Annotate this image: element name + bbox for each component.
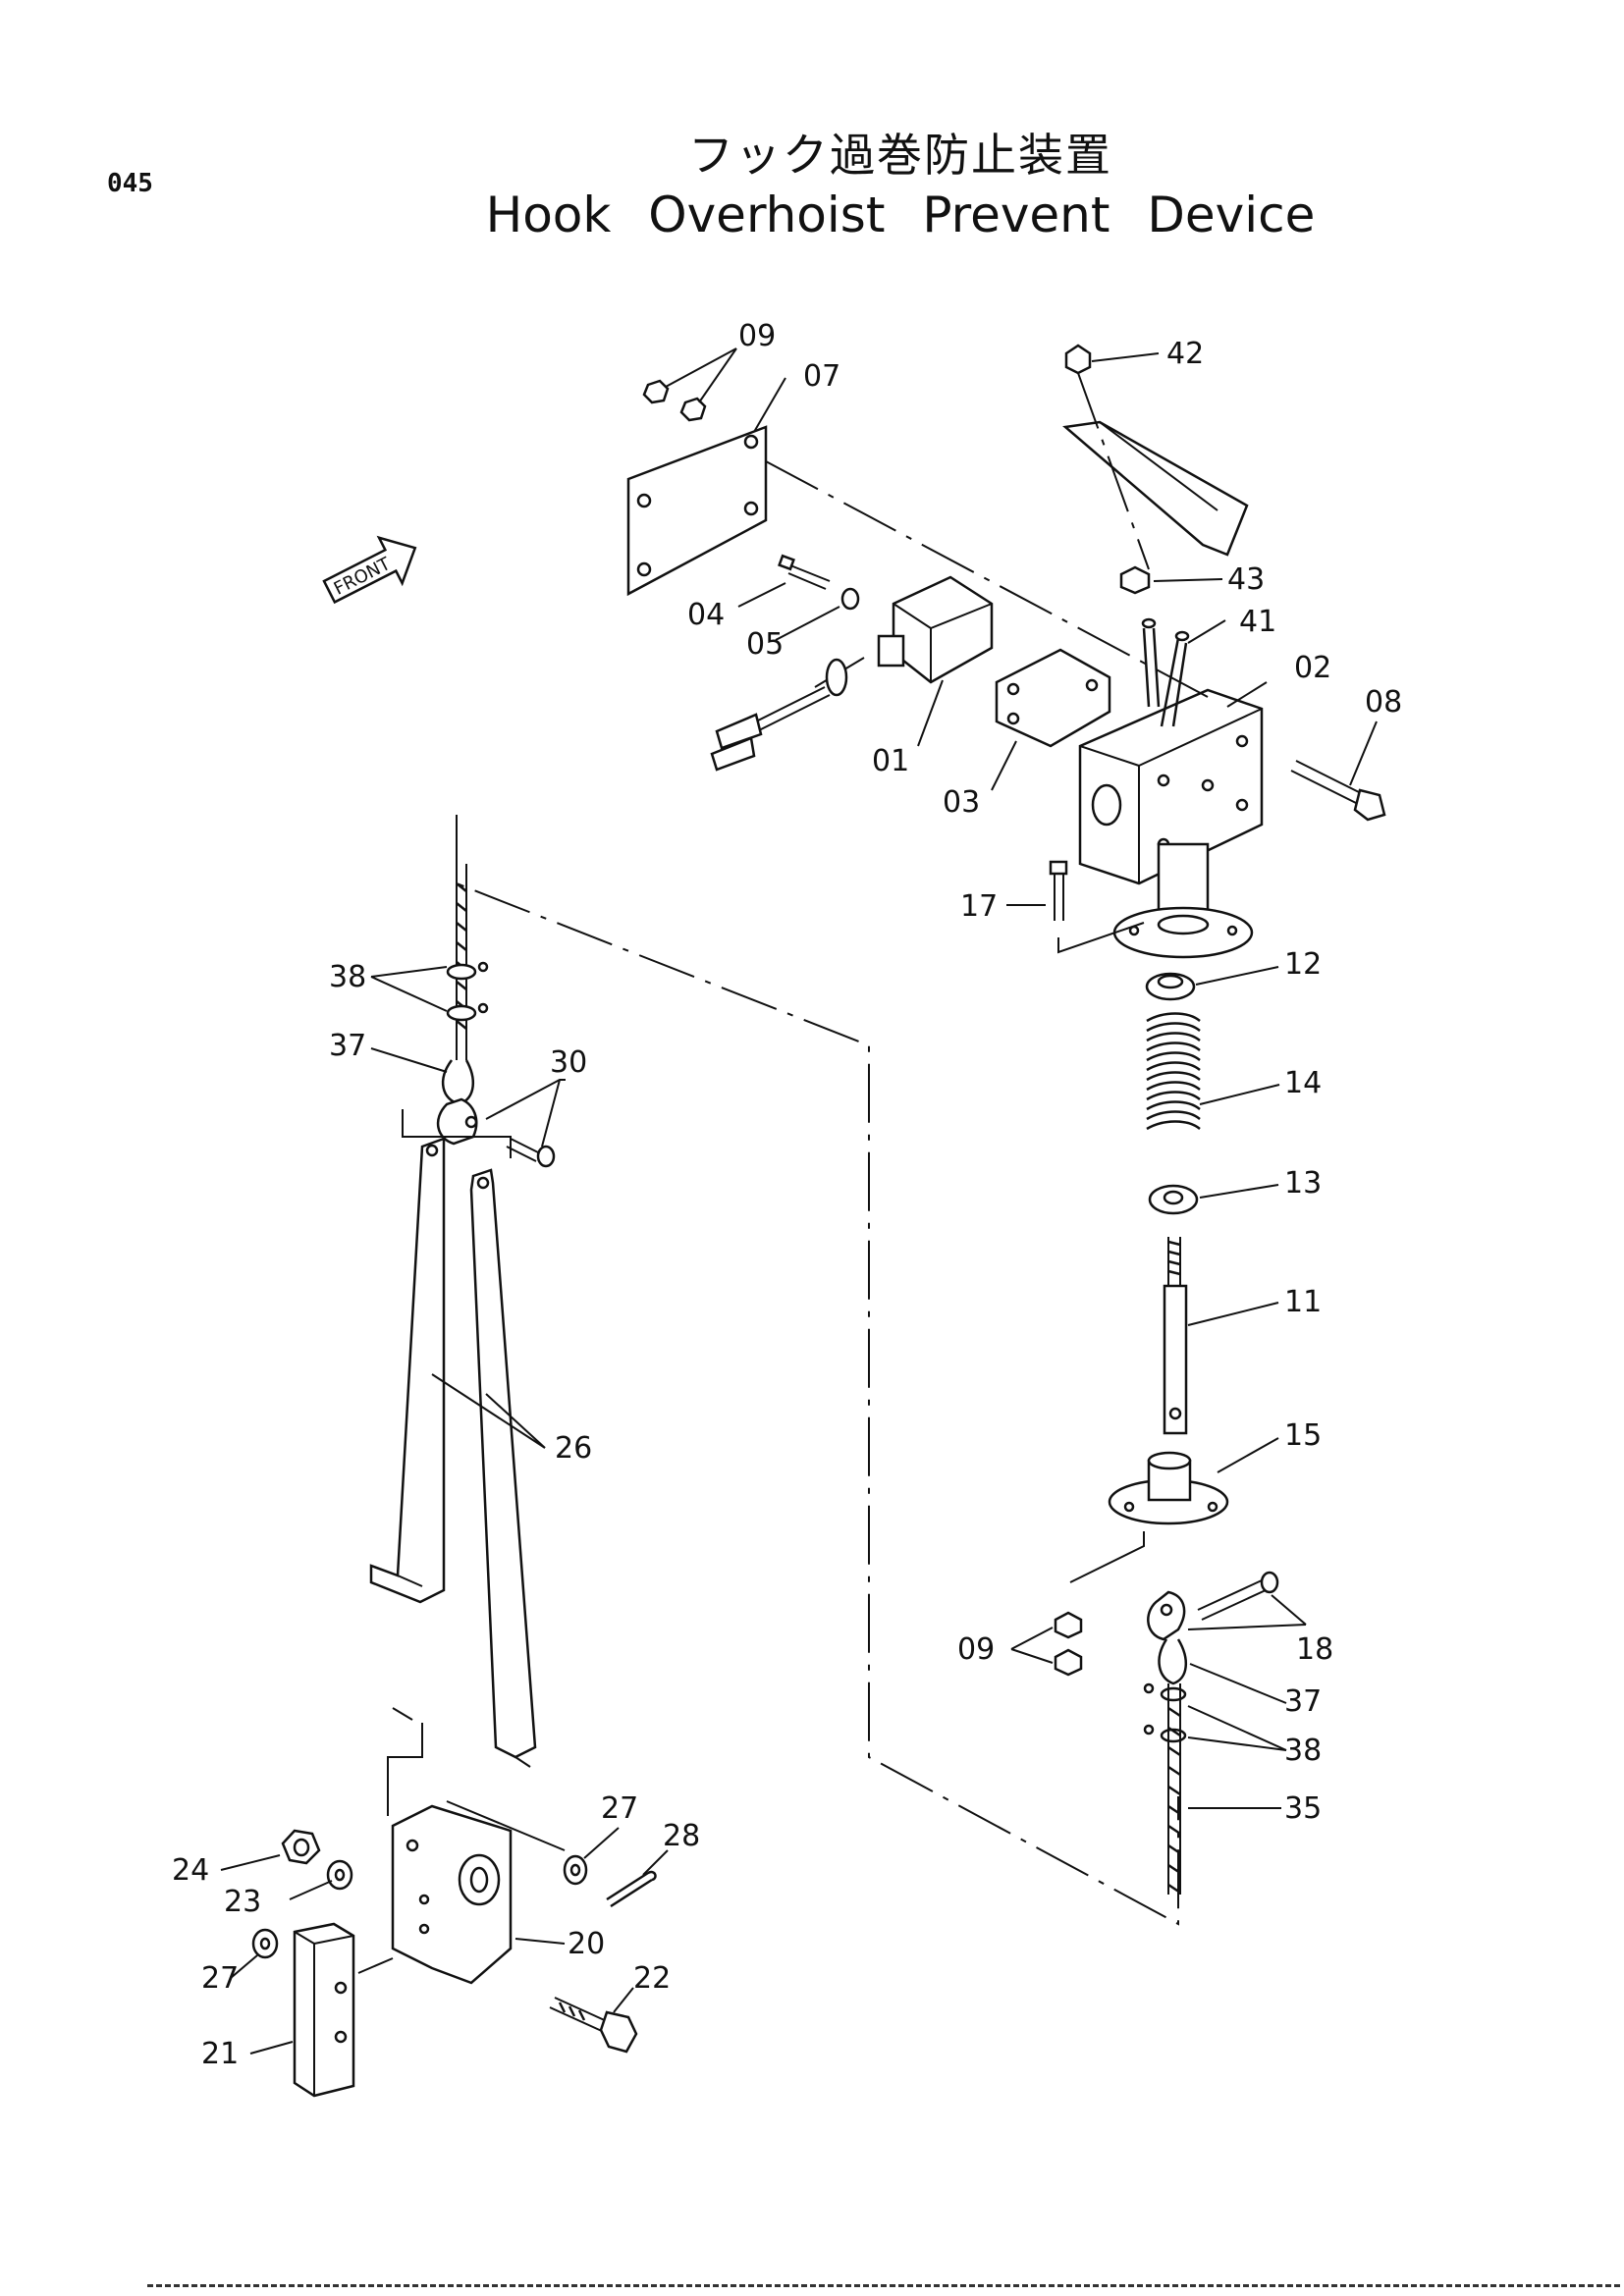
part-22-bolt: [549, 1997, 638, 2054]
part-38-wire-clips-right: [1143, 1682, 1187, 1743]
callout-05: 05: [746, 627, 784, 662]
callout-18: 18: [1296, 1632, 1333, 1667]
callout-38-left: 38: [329, 960, 366, 994]
callout-17: 17: [960, 889, 998, 924]
callout-08: 08: [1365, 685, 1402, 720]
page-title-japanese: フック過巻防止装置: [688, 129, 1112, 182]
callout-12: 12: [1284, 947, 1322, 982]
part-20-hook-block: [391, 1804, 513, 1985]
part-38-wire-clips-left: [446, 961, 489, 1022]
assembly-dashed-boundary: [456, 815, 1179, 1926]
part-27-washer-left: [251, 1928, 279, 1959]
callout-14: 14: [1284, 1066, 1322, 1100]
callout-07: 07: [803, 359, 840, 394]
part-08-bolt: [1290, 760, 1386, 822]
callout-42: 42: [1166, 337, 1204, 371]
callout-13: 13: [1284, 1166, 1322, 1201]
part-03-cover: [995, 648, 1111, 748]
part-14-spring: [1146, 1012, 1201, 1131]
part-43-nut: [1119, 565, 1151, 595]
page-number: 045: [107, 169, 153, 198]
wire-rope-left: [456, 864, 467, 1060]
part-37-thimble-right: [1158, 1638, 1187, 1685]
part-28-cotter-pin: [606, 1870, 657, 1908]
part-01-limit-switch: [710, 575, 994, 772]
callout-26: 26: [555, 1431, 592, 1466]
part-18-shackle-right: [1147, 1571, 1279, 1641]
part-24-nut: [281, 1829, 321, 1865]
callout-28: 28: [663, 1819, 700, 1853]
callout-41: 41: [1239, 605, 1276, 639]
callout-20: 20: [568, 1927, 605, 1961]
callout-01: 01: [872, 744, 909, 778]
part-42-nut: [1064, 344, 1092, 375]
front-arrow-icon: FRONT: [322, 535, 417, 605]
callout-37-left: 37: [329, 1029, 366, 1063]
footer-scan-rule: [147, 2284, 1620, 2290]
callout-15: 15: [1284, 1418, 1322, 1453]
page-title-english: Hook Overhoist Prevent Device: [485, 187, 1316, 243]
part-13-nut: [1148, 1184, 1199, 1215]
part-41-u-bolt: [1141, 617, 1190, 727]
part-07-plate: [626, 425, 768, 597]
part-12-spring-seat: [1145, 972, 1196, 1001]
callout-38-right: 38: [1284, 1734, 1322, 1768]
callout-09-lower: 09: [957, 1632, 995, 1667]
callout-43: 43: [1227, 562, 1265, 597]
part-23-washer: [326, 1859, 353, 1891]
callout-30: 30: [550, 1045, 587, 1080]
callout-37-right: 37: [1284, 1684, 1322, 1719]
callout-27-left: 27: [201, 1961, 239, 1996]
part-05-washer: [840, 587, 860, 611]
part-21-block: [293, 1922, 355, 2098]
part-17-bolt: [1049, 860, 1068, 921]
callout-03: 03: [943, 785, 980, 820]
part-26-side-plates: [369, 1137, 537, 1768]
callout-27-right: 27: [601, 1791, 638, 1826]
cover-angle-plate: [1062, 420, 1249, 557]
part-11-rod: [1163, 1237, 1188, 1435]
callout-22: 22: [633, 1961, 671, 1996]
callout-09-upper: 09: [738, 319, 776, 353]
callout-23: 23: [224, 1885, 261, 1919]
part-15-flange: [1108, 1451, 1229, 1525]
callout-35: 35: [1284, 1791, 1322, 1826]
part-02-bracket: [1078, 688, 1264, 959]
part-37-thimble-left: [441, 1059, 474, 1106]
part-04-bolt: [778, 554, 831, 590]
part-27-washer-right: [563, 1854, 588, 1886]
callout-02: 02: [1294, 651, 1331, 685]
part-30-shackle-left: [436, 1097, 556, 1168]
callout-21: 21: [201, 2037, 239, 2071]
callout-24: 24: [172, 1853, 209, 1888]
part-09-nuts-upper: [642, 379, 707, 422]
part-35-wire-rope: [1167, 1683, 1181, 1895]
callout-04: 04: [687, 598, 725, 632]
part-09-nuts-lower: [1054, 1611, 1083, 1677]
callout-11: 11: [1284, 1285, 1322, 1319]
